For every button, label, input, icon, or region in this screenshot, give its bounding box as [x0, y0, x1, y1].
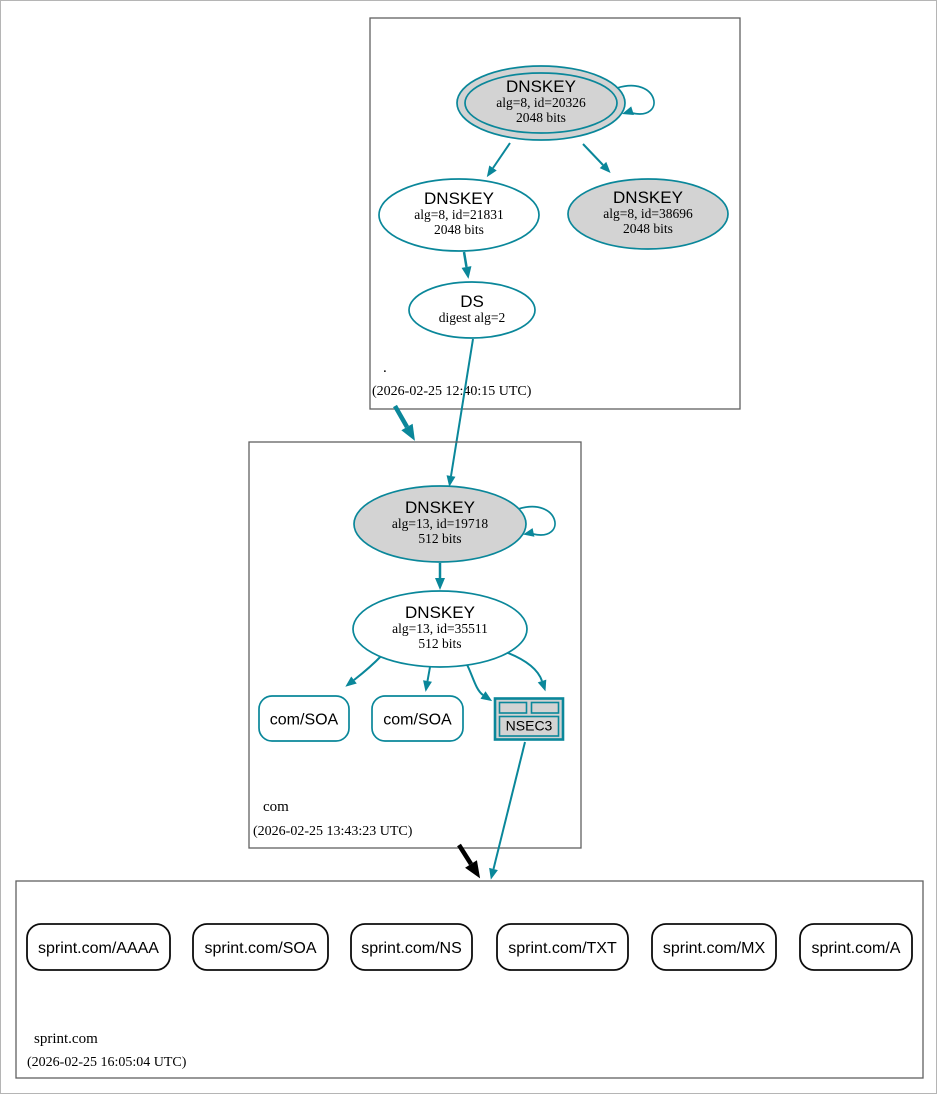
com-ksk-bits: 512 bits [418, 531, 461, 546]
root-ksk-bits: 2048 bits [516, 110, 566, 125]
zone-com-box [248, 441, 582, 849]
zone-sprint-name: sprint.com [34, 1031, 98, 1047]
edge-root-ksk-to-zsk [486, 142, 511, 178]
sprint-ns-label: sprint.com/NS [361, 940, 461, 957]
root-zsk-title: DNSKEY [424, 189, 494, 208]
root-zsk-detail: alg=8, id=21831 [414, 207, 503, 222]
sprint-soa-rect[interactable] [192, 923, 329, 971]
edge-root-delegation-to-com [393, 404, 415, 441]
node-com-ksk-dnskey[interactable]: DNSKEY alg=13, id=19718 512 bits [353, 485, 527, 563]
sprint-a-label: sprint.com/A [812, 940, 901, 957]
edge-root-ksk-to-key3 [582, 143, 611, 173]
edge-nsec3-to-sprint [489, 741, 526, 880]
ds-detail: digest alg=2 [439, 310, 505, 325]
root-key-38696-title: DNSKEY [613, 188, 683, 207]
ds-ellipse[interactable] [408, 281, 536, 339]
root-ksk-title: DNSKEY [506, 77, 576, 96]
sprint-aaaa-label: sprint.com/AAAA [38, 940, 159, 957]
node-com-zsk-dnskey[interactable]: DNSKEY alg=13, id=35511 512 bits [352, 590, 528, 668]
zone-root-name: . [383, 360, 387, 376]
zone-root: . (2026-02-25 12:40:15 UTC) DNSKEY alg=8… [369, 17, 741, 410]
sprint-mx-label: sprint.com/MX [663, 940, 766, 957]
node-root-ksk-dnskey[interactable]: DNSKEY alg=8, id=20326 2048 bits [456, 65, 626, 141]
node-com-soa-1[interactable]: com/SOA [258, 695, 350, 742]
node-root-zsk-dnskey[interactable]: DNSKEY alg=8, id=21831 2048 bits [378, 178, 540, 252]
edge-com-ksk-selfloop [517, 506, 556, 536]
edge-root-ksk-selfloop-arrowhead [622, 106, 634, 115]
sprint-ns-rect[interactable] [350, 923, 473, 971]
nsec3-cell-left [498, 701, 528, 714]
node-root-key-38696-dnskey[interactable]: DNSKEY alg=8, id=38696 2048 bits [567, 178, 729, 250]
com-soa-1-label: com/SOA [270, 712, 339, 729]
sprint-soa-label: sprint.com/SOA [204, 940, 316, 957]
com-soa-1-rect[interactable] [258, 695, 350, 742]
root-zsk-bits: 2048 bits [434, 222, 484, 237]
root-key-38696-detail: alg=8, id=38696 [603, 206, 693, 221]
zone-com-timestamp: (2026-02-25 13:43:23 UTC) [253, 824, 413, 839]
node-sprint-a[interactable]: sprint.com/A [799, 923, 913, 971]
node-sprint-mx[interactable]: sprint.com/MX [651, 923, 777, 971]
root-ksk-outer-ellipse[interactable] [456, 65, 626, 141]
edge-root-ksk-selfloop [616, 85, 655, 115]
sprint-a-rect[interactable] [799, 923, 913, 971]
sprint-txt-rect[interactable] [496, 923, 629, 971]
com-zsk-ellipse[interactable] [352, 590, 528, 668]
sprint-mx-rect[interactable] [651, 923, 777, 971]
node-sprint-aaaa[interactable]: sprint.com/AAAA [26, 923, 171, 971]
com-zsk-bits: 512 bits [418, 636, 461, 651]
nsec3-label: NSEC3 [506, 718, 553, 734]
edge-com-ksk-selfloop-arrowhead [523, 528, 535, 537]
edge-ds-to-com-ksk [446, 338, 474, 487]
com-zsk-detail: alg=13, id=35511 [392, 621, 488, 636]
com-zsk-title: DNSKEY [405, 603, 475, 622]
com-ksk-detail: alg=13, id=19718 [392, 516, 488, 531]
sprint-txt-label: sprint.com/TXT [508, 940, 617, 957]
com-soa-2-rect[interactable] [371, 695, 464, 742]
zone-com: com (2026-02-25 13:43:23 UTC) DNSKEY alg… [248, 441, 582, 849]
zone-sprint-timestamp: (2026-02-25 16:05:04 UTC) [27, 1055, 187, 1070]
node-sprint-txt[interactable]: sprint.com/TXT [496, 923, 629, 971]
zone-sprint-box [15, 880, 924, 1079]
zone-sprint-com: sprint.com (2026-02-25 16:05:04 UTC) spr… [15, 880, 924, 1079]
root-key-38696-ellipse[interactable] [567, 178, 729, 250]
node-ds-com[interactable]: DS digest alg=2 [408, 281, 536, 339]
edge-com-zsk-to-soa2 [423, 666, 432, 692]
edge-com-zsk-to-nsec3-right [502, 650, 547, 692]
root-zsk-ellipse[interactable] [378, 178, 540, 252]
sprint-aaaa-rect[interactable] [26, 923, 171, 971]
node-sprint-ns[interactable]: sprint.com/NS [350, 923, 473, 971]
nsec3-cell-right [530, 701, 560, 714]
com-soa-2-label: com/SOA [383, 712, 452, 729]
nsec3-label-cell [498, 715, 560, 737]
node-com-soa-2[interactable]: com/SOA [371, 695, 464, 742]
root-ksk-detail: alg=8, id=20326 [496, 95, 586, 110]
node-nsec3[interactable]: NSEC3 [493, 697, 565, 741]
com-ksk-ellipse[interactable] [353, 485, 527, 563]
zone-com-name: com [263, 799, 289, 815]
com-ksk-title: DNSKEY [405, 498, 475, 517]
zone-root-timestamp: (2026-02-25 12:40:15 UTC) [372, 384, 532, 399]
root-ksk-inner-ellipse [464, 72, 618, 134]
edge-com-delegation-to-sprint [457, 843, 481, 879]
ds-title: DS [460, 292, 484, 311]
zone-root-box [369, 17, 741, 410]
node-sprint-soa[interactable]: sprint.com/SOA [192, 923, 329, 971]
root-key-38696-bits: 2048 bits [623, 221, 673, 236]
edge-root-zsk-to-ds [461, 251, 472, 279]
